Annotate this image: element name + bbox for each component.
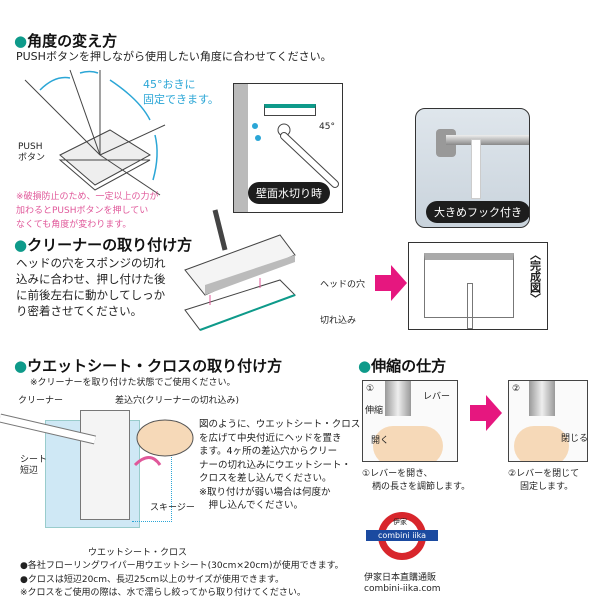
hook-badge: 大きめフック付き [426, 201, 529, 223]
label-insert-hole: 差込穴(クリーナーの切れ込み) [115, 396, 240, 406]
cleaner-title: ●クリーナーの取り付け方 [14, 236, 193, 254]
angle-45-label: 45° [319, 122, 335, 132]
angle-subtitle: PUSHボタンを押しながら使用したい角度に合わせてください。 [16, 50, 332, 63]
cleaner-head-drawing [80, 410, 130, 520]
shop-url: combini-iika.com [364, 584, 441, 594]
angle-title: ●角度の変え方 [14, 32, 118, 50]
arrow-right-icon [375, 265, 407, 301]
wet-bullets: ●各社フローリングワイパー用ウエットシート(30cm×20cm)が使用できます。… [20, 561, 344, 598]
cleaner-body: ヘッドの穴をスポンジの切れ込みに合わせ、押し付けた後に前後左右に動かしてしっかり… [16, 256, 166, 318]
extend-label: 伸縮 [365, 406, 384, 416]
fixed-note: 45°おきに固定できます。 [143, 78, 219, 106]
complete-view-panel: 〈完成図〉 [408, 242, 548, 330]
wall-badge: 壁面水切り時 [248, 182, 330, 204]
step2-caption: ②レバーを閉じて固定します。 [508, 469, 580, 492]
label-head-hole: ヘッドの穴 [320, 280, 366, 290]
step1-panel: ① レバー 伸縮 開く [362, 380, 458, 462]
sponge-illustration [184, 209, 296, 331]
step1-caption: ①レバーを開き、柄の長さを調節します。 [362, 469, 471, 492]
mop-angle-illustration [24, 69, 166, 196]
step2-panel: ② 閉じる [508, 380, 588, 462]
shop-logo: 伊家 combini iika [366, 512, 438, 566]
close-label: 閉じる [561, 434, 588, 444]
wet-body: 図のように、ウエットシート・クロスを広げて中央付近にヘッドを置きます。4ヶ所の差… [199, 419, 361, 511]
hook-photo: 大きめフック付き [415, 108, 530, 228]
extend-title: ●伸縮の仕方 [358, 357, 447, 375]
lever-label: レバー [423, 392, 451, 402]
step2-number: ② [512, 384, 521, 394]
label-slit: 切れ込み [320, 316, 357, 326]
logo-kanji: 伊家 [393, 518, 407, 526]
shop-name: 伊家日本直購通販 [364, 573, 437, 583]
logo-band: combini iika [366, 530, 438, 541]
sheet-outline [132, 450, 172, 522]
label-squeegee: スキージー [150, 503, 195, 513]
wet-note: ※クリーナーを取り付けた状態でご使用ください。 [30, 378, 236, 388]
open-label: 開く [371, 436, 390, 446]
hand-and-handle [0, 413, 194, 467]
squeegee-drawing [252, 123, 339, 188]
step1-number: ① [366, 384, 375, 394]
wet-title: ●ウエットシート・クロスの取り付け方 [14, 357, 283, 375]
wall-drain-panel: 45° 壁面水切り時 [233, 83, 343, 213]
label-wet-sheet: ウエットシート・クロス [88, 548, 188, 558]
label-cleaner: クリーナー [18, 396, 64, 406]
caution-note: ※破損防止のため、一定以上の力が加わるとPUSHボタンを押していなくても角度が変… [16, 192, 159, 230]
label-sheet-short: シート短辺 [20, 455, 48, 476]
complete-label: 〈完成図〉 [528, 249, 542, 304]
arrow-right-icon [470, 395, 502, 431]
